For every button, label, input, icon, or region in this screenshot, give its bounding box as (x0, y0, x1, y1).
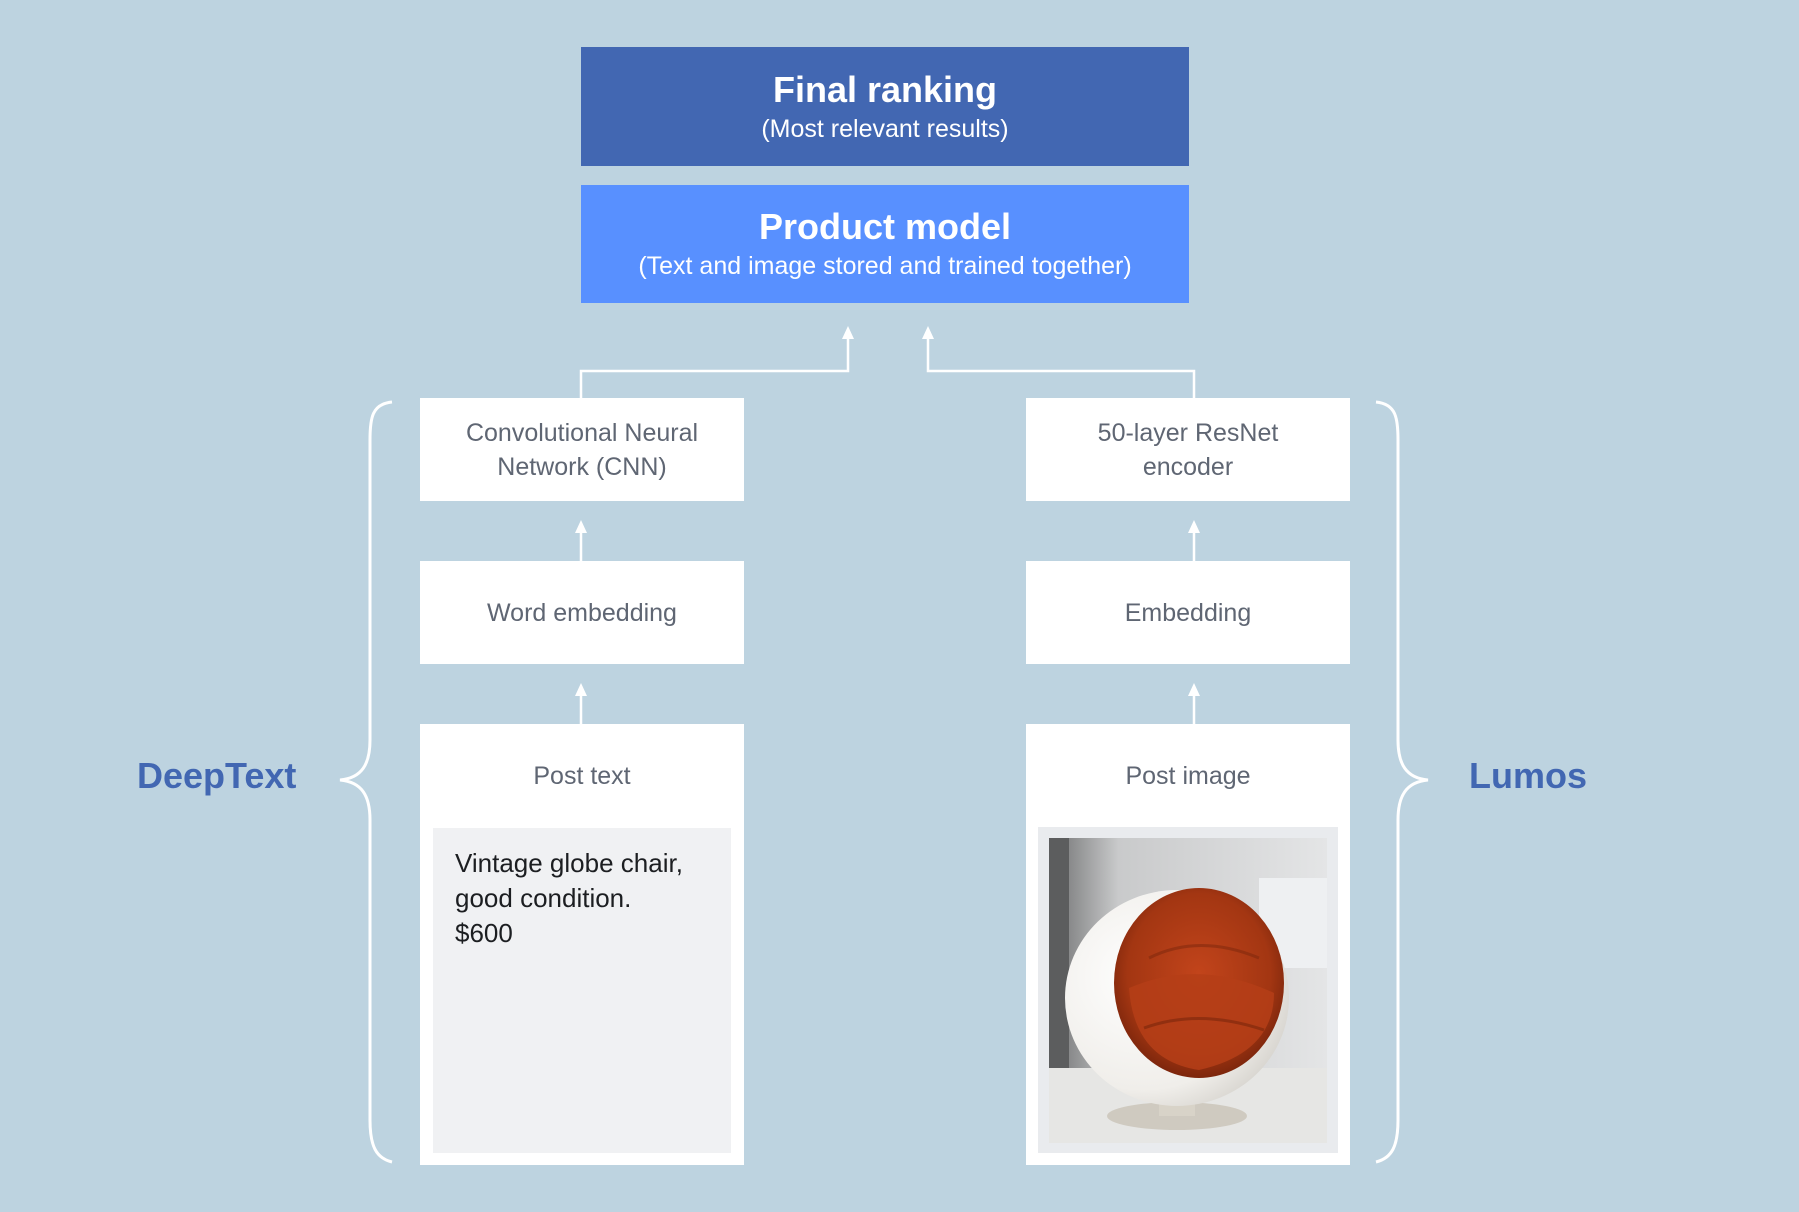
resnet-encoder-box: 50-layer ResNet encoder (1026, 398, 1350, 501)
post-text-line2: good condition. (455, 883, 632, 913)
cnn-label-line2: Network (CNN) (497, 452, 667, 481)
deeptext-label: DeepText (137, 755, 297, 796)
connector-right-to-product-model (926, 333, 1196, 398)
arrowhead-post-image-to-embedding (1188, 683, 1200, 696)
post-text-content: Vintage globe chair, good condition. $60… (433, 828, 731, 1153)
lumos-brace (1375, 400, 1429, 1164)
post-text-line1: Vintage globe chair, (455, 848, 683, 878)
connector-left-to-product-model (579, 333, 850, 398)
final-ranking-box: Final ranking (Most relevant results) (581, 47, 1189, 166)
final-ranking-title: Final ranking (772, 68, 998, 110)
product-model-subtitle: (Text and image stored and trained toget… (638, 252, 1132, 280)
globe-chair-image (1049, 838, 1327, 1143)
cnn-box: Convolutional Neural Network (CNN) (420, 398, 744, 501)
arrowhead-post-text-to-word-embedding (575, 683, 587, 696)
arrowhead-embedding-to-resnet (1188, 520, 1200, 533)
arrowhead-word-embedding-to-cnn (575, 520, 587, 533)
resnet-label-line2: encoder (1142, 452, 1234, 481)
arrowhead-right-to-product-model (922, 326, 934, 339)
final-ranking-subtitle: (Most relevant results) (761, 114, 1009, 143)
embedding-box: Embedding (1026, 561, 1350, 664)
word-embedding-box: Word embedding (420, 561, 744, 664)
lumos-label: Lumos (1469, 755, 1588, 796)
resnet-label-line1: 50-layer ResNet (1097, 418, 1279, 447)
post-image-frame (1038, 827, 1338, 1153)
arrowhead-left-to-product-model (842, 326, 854, 339)
post-image-card: Post image (1026, 724, 1350, 1165)
deeptext-brace (339, 400, 393, 1164)
product-model-title: Product model (758, 206, 1012, 247)
post-text-card: Post text Vintage globe chair, good cond… (420, 724, 744, 1165)
embedding-label: Embedding (1124, 598, 1252, 627)
word-embedding-label: Word embedding (487, 598, 677, 627)
post-text-title: Post text (533, 762, 631, 790)
post-text-price: $600 (455, 918, 513, 948)
cnn-label-line1: Convolutional Neural (465, 418, 699, 447)
product-model-box: Product model (Text and image stored and… (581, 185, 1189, 303)
post-image-title: Post image (1125, 762, 1251, 790)
